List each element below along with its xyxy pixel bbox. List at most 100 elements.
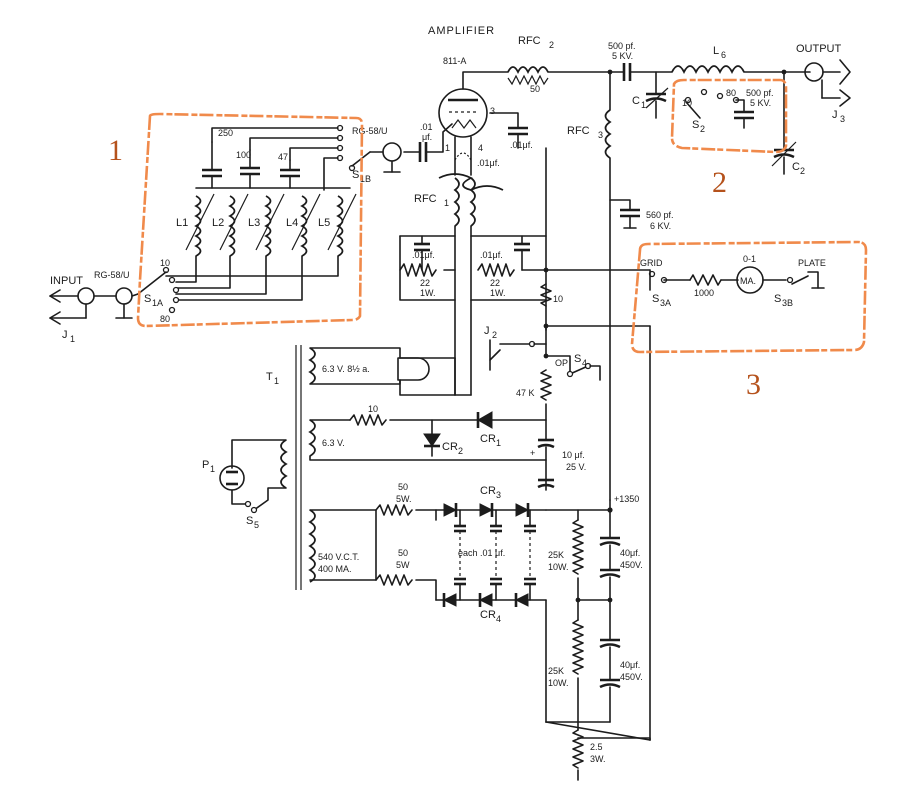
svg-text:P: P xyxy=(202,459,209,471)
svg-text:5W.: 5W. xyxy=(396,494,412,504)
svg-text:1: 1 xyxy=(641,100,646,110)
svg-text:T: T xyxy=(266,371,273,383)
svg-text:25K: 25K xyxy=(548,550,564,560)
t1-transformer: T 1 6.3 V. 8½ a. 6.3 V. 540 V.C.T. 400 M… xyxy=(266,345,370,590)
svg-text:1: 1 xyxy=(108,134,123,167)
svg-text:RFC: RFC xyxy=(518,35,541,47)
svg-text:2: 2 xyxy=(549,40,554,50)
svg-text:3: 3 xyxy=(598,130,603,140)
svg-text:.01μf.: .01μf. xyxy=(480,250,503,260)
svg-text:L5: L5 xyxy=(318,217,330,229)
svg-text:3: 3 xyxy=(490,106,495,116)
svg-text:INPUT: INPUT xyxy=(50,275,83,287)
svg-text:47 K: 47 K xyxy=(516,388,535,398)
cr4-diode-string: CR 4 xyxy=(435,577,547,624)
svg-text:3: 3 xyxy=(840,114,845,124)
svg-text:50: 50 xyxy=(398,482,408,492)
grid-bypass-1: .01μf. 22 1W. xyxy=(399,235,456,298)
svg-text:2: 2 xyxy=(458,446,463,456)
svg-text:47: 47 xyxy=(278,152,288,162)
svg-text:J: J xyxy=(484,325,490,337)
highlight-region-2: 2 xyxy=(670,78,788,199)
svg-text:80: 80 xyxy=(160,314,170,324)
svg-text:C: C xyxy=(632,95,640,107)
svg-text:each .01 μf.: each .01 μf. xyxy=(458,548,505,558)
svg-text:4: 4 xyxy=(478,143,483,153)
svg-text:3A: 3A xyxy=(660,298,671,308)
c2-loading-capacitor: C 2 xyxy=(771,71,805,176)
svg-text:10: 10 xyxy=(160,258,170,268)
svg-text:25K: 25K xyxy=(548,666,564,676)
svg-text:10: 10 xyxy=(682,98,692,108)
svg-text:4: 4 xyxy=(582,358,587,368)
svg-text:2: 2 xyxy=(700,124,705,134)
svg-text:S: S xyxy=(652,293,659,305)
svg-text:1B: 1B xyxy=(360,174,371,184)
c1-tuning-capacitor: C 1 xyxy=(632,71,669,119)
svg-text:GRID: GRID xyxy=(640,258,663,268)
svg-text:25 V.: 25 V. xyxy=(566,462,586,472)
cr2-diode: CR 2 xyxy=(423,419,463,457)
svg-text:RG-58/U: RG-58/U xyxy=(94,270,130,280)
svg-text:811-A: 811-A xyxy=(443,56,466,66)
svg-text:1: 1 xyxy=(70,334,75,344)
svg-text:1: 1 xyxy=(445,143,450,153)
svg-text:500 pf.: 500 pf. xyxy=(746,88,774,98)
svg-text:S: S xyxy=(246,515,253,527)
svg-text:1A: 1A xyxy=(152,298,163,308)
svg-text:1W.: 1W. xyxy=(420,288,436,298)
svg-text:2.5: 2.5 xyxy=(590,742,603,752)
svg-text:6 KV.: 6 KV. xyxy=(650,221,671,231)
svg-text:L: L xyxy=(713,45,719,57)
svg-text:.01μf.: .01μf. xyxy=(412,250,435,260)
svg-text:OUTPUT: OUTPUT xyxy=(796,43,842,55)
highlight-region-1: 1 xyxy=(108,112,364,328)
svg-text:5W: 5W xyxy=(396,560,410,570)
svg-text:450V.: 450V. xyxy=(620,560,643,570)
svg-text:2: 2 xyxy=(712,166,727,199)
svg-text:10: 10 xyxy=(368,404,378,414)
svg-text:560 pf.: 560 pf. xyxy=(646,210,674,220)
svg-text:22: 22 xyxy=(420,278,430,288)
rfc1-choke: RFC 1 xyxy=(414,173,504,227)
svg-text:1W.: 1W. xyxy=(490,288,506,298)
svg-text:PLATE: PLATE xyxy=(798,258,826,268)
svg-text:80: 80 xyxy=(726,88,736,98)
rfc2-choke: RFC 2 50 xyxy=(507,35,554,94)
svg-text:1: 1 xyxy=(496,438,501,448)
svg-text:40μf.: 40μf. xyxy=(620,660,640,670)
output-connector: OUTPUT J 3 xyxy=(796,43,851,124)
input-tank-network: S 1B 250 100 47 L1 L2 xyxy=(137,124,371,324)
svg-text:RFC: RFC xyxy=(567,125,590,137)
svg-text:6: 6 xyxy=(721,50,726,60)
svg-text:J: J xyxy=(62,329,68,341)
svg-text:540 V.C.T.: 540 V.C.T. xyxy=(318,552,359,562)
svg-text:L2: L2 xyxy=(212,217,224,229)
svg-text:22: 22 xyxy=(490,278,500,288)
svg-text:5: 5 xyxy=(254,520,259,530)
svg-text:5 KV.: 5 KV. xyxy=(750,98,771,108)
svg-text:.01μf.: .01μf. xyxy=(477,158,500,168)
svg-text:10W.: 10W. xyxy=(548,678,569,688)
svg-text:6.3 V.: 6.3 V. xyxy=(322,438,345,448)
svg-text:.01μf.: .01μf. xyxy=(510,140,533,150)
grid-bypass-2: .01μf. 22 1W. xyxy=(477,235,547,298)
svg-text:S: S xyxy=(352,169,359,181)
l6-tank-coil: L 6 xyxy=(671,45,745,75)
svg-text:C: C xyxy=(792,161,800,173)
svg-text:10: 10 xyxy=(553,294,563,304)
svg-text:CR: CR xyxy=(480,485,496,497)
svg-text:.01: .01 xyxy=(420,122,433,132)
svg-text:1000: 1000 xyxy=(694,288,714,298)
svg-text:5 KV.: 5 KV. xyxy=(612,51,633,61)
svg-text:μf.: μf. xyxy=(422,132,432,142)
svg-text:OP: OP xyxy=(555,358,568,368)
svg-text:+: + xyxy=(530,448,535,458)
input-connector: INPUT RG-58/U J 1 xyxy=(49,270,139,344)
svg-text:1: 1 xyxy=(274,376,279,386)
svg-text:10W.: 10W. xyxy=(548,562,569,572)
highlight-region-3: 3 xyxy=(630,240,868,401)
meter-circuit: GRID PLATE 1000 MA. 0-1 S 3A S 3B xyxy=(640,254,826,308)
svg-text:2: 2 xyxy=(800,166,805,176)
